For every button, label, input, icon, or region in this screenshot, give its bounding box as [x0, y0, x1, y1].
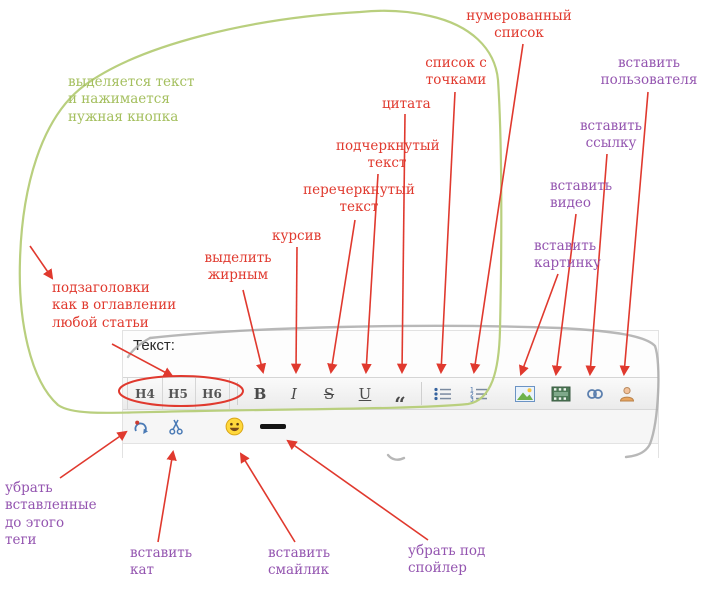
arrow-numbered-list — [470, 43, 524, 375]
editor-text-label: Текст: — [133, 337, 175, 354]
h5-button[interactable]: H5 — [161, 378, 196, 409]
numbered-list-button[interactable]: 1 2 3 — [465, 378, 493, 409]
arrow-insert-cut — [157, 449, 177, 543]
label-italic: курсив — [272, 228, 322, 244]
label-green-note: выделяется текст и нажимается нужная кно… — [68, 74, 195, 125]
label-remove-tags: убрать вставленные до этого теги — [5, 480, 97, 548]
svg-text:3: 3 — [470, 396, 474, 402]
insert-video-button[interactable] — [547, 378, 575, 409]
h4-button[interactable]: H4 — [127, 378, 163, 409]
bold-button[interactable]: B — [253, 384, 267, 403]
arrow-insert-smiley — [239, 452, 296, 543]
label-headings: подзаголовки как в оглавлении любой стат… — [52, 280, 177, 331]
insert-link-button[interactable] — [581, 378, 609, 409]
arrow-headings-pointer — [29, 245, 54, 280]
h6-button[interactable]: H6 — [195, 378, 230, 409]
insert-link-icon — [587, 388, 603, 399]
insert-smiley-button[interactable] — [219, 410, 249, 443]
arrow-remove-tags — [59, 430, 128, 479]
label-insert-cut: вставить кат — [130, 545, 193, 579]
spoiler-button[interactable] — [257, 410, 289, 443]
insert-image-button[interactable] — [511, 378, 539, 409]
insert-cut-button[interactable] — [163, 410, 189, 443]
italic-button[interactable]: I — [291, 384, 297, 403]
editor-screenshot: Текст: H4 H5 H6 B I S U “ 1 2 — [122, 330, 659, 458]
scissors-icon — [169, 419, 183, 435]
strike-button[interactable]: S — [323, 384, 335, 403]
label-insert-user: вставить пользователя — [600, 55, 698, 89]
label-insert-image: вставить картинку — [534, 238, 601, 272]
insert-user-button[interactable] — [613, 378, 641, 409]
toolbar-separator — [421, 382, 422, 405]
editor-text-area[interactable] — [123, 444, 658, 458]
numbered-list-icon: 1 2 3 — [470, 386, 487, 402]
insert-user-icon — [619, 386, 635, 401]
remove-tags-icon — [134, 420, 148, 434]
label-quote: цитата — [382, 96, 431, 112]
label-insert-link: вставить ссылку — [579, 118, 643, 152]
editor-toolbar-row2 — [123, 410, 658, 444]
bullet-list-icon — [434, 387, 451, 400]
label-insert-smiley: вставить смайлик — [268, 545, 331, 579]
remove-tags-button[interactable] — [127, 410, 153, 443]
label-dotted-list: список с точками — [425, 55, 487, 89]
spoiler-bar-icon — [260, 424, 286, 429]
toolbar-separator — [237, 382, 238, 405]
label-underline: подчеркнутый текст — [336, 138, 440, 172]
editor-toolbar-row1: H4 H5 H6 B I S U “ 1 2 3 — [123, 377, 658, 414]
label-numbered-list: нумерованный список — [466, 8, 572, 42]
label-spoiler: убрать под спойлер — [408, 543, 486, 577]
smiley-icon — [225, 417, 243, 436]
underline-button[interactable]: U — [358, 384, 372, 403]
insert-image-icon — [515, 385, 535, 402]
label-strike: перечеркнутый текст — [303, 182, 415, 216]
label-bold: выделить жирным — [204, 250, 272, 284]
insert-video-icon — [551, 386, 571, 401]
label-insert-video: вставить видео — [550, 178, 613, 212]
bullet-list-button[interactable] — [429, 378, 457, 409]
